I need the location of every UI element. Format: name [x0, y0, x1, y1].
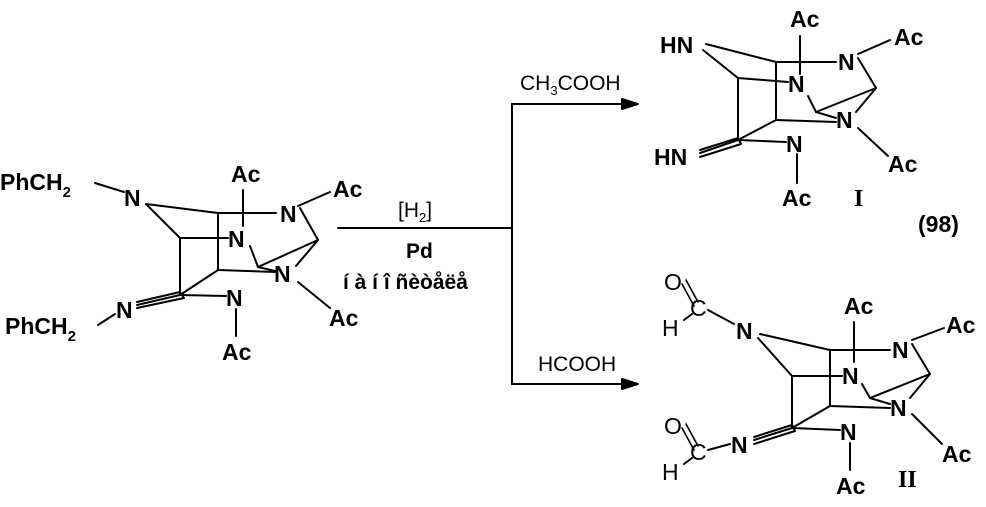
nitrogen-atom: N [228, 226, 245, 252]
benzyl-group-top: PhCH2 [0, 169, 71, 201]
formyl-hydrogen: H [662, 459, 679, 485]
acetyl-group: Ac [231, 161, 261, 187]
nitrogen-atom: N [736, 318, 753, 344]
nitrogen-atom: N [838, 49, 855, 75]
formyl-oxygen: O [664, 269, 682, 295]
acetyl-group: Ac [222, 339, 252, 365]
amine-nh-top: HN [660, 32, 693, 58]
nitrogen-atom: N [836, 107, 853, 133]
formyl-hydrogen: H [662, 315, 679, 341]
nitrogen-atom: N [842, 363, 859, 389]
solvent-label: í à í î ñèòåëå [343, 271, 468, 294]
product-two-label: II [898, 467, 917, 493]
product-one-label: I [854, 186, 863, 212]
acetyl-group: Ac [894, 24, 924, 50]
acetic-acid-label: CH3COOH [520, 72, 621, 98]
acetyl-group: Ac [844, 293, 874, 319]
acetyl-group: Ac [836, 473, 866, 499]
acetyl-group: Ac [946, 312, 976, 338]
nitrogen-atom: N [124, 185, 141, 211]
formyl-oxygen: O [664, 413, 682, 439]
yield-label: (98) [918, 211, 959, 237]
nitrogen-atom: N [226, 285, 243, 311]
acetyl-group: Ac [888, 151, 918, 177]
nitrogen-atom: N [731, 432, 748, 458]
reaction-arrows [337, 98, 639, 390]
nitrogen-atom: N [280, 201, 297, 227]
acetyl-group: Ac [333, 176, 363, 202]
acetyl-group: Ac [942, 441, 972, 467]
product-one-molecule: HN HN N N N N Ac Ac Ac Ac I (98) [654, 6, 959, 237]
nitrogen-atom: N [892, 337, 909, 363]
nitrogen-atom: N [840, 419, 857, 445]
hydrogen-reagent: [H2] [398, 199, 432, 225]
formyl-carbon: C [690, 295, 707, 321]
nitrogen-atom: N [116, 297, 133, 323]
reactant-molecule: PhCH2 PhCH2 N N N N N N Ac Ac Ac Ac [0, 161, 363, 365]
reaction-conditions: [H2] Pd í à í î ñèòåëå CH3COOH HCOOH [343, 72, 621, 376]
catalyst-label: Pd [406, 240, 433, 263]
nitrogen-atom: N [890, 395, 907, 421]
benzyl-group-bottom: PhCH2 [5, 313, 76, 345]
acetyl-group: Ac [329, 305, 359, 331]
product-two-molecule: O C H O C H N N N N N N Ac Ac Ac Ac II [662, 269, 976, 499]
amine-nh-bottom: HN [654, 144, 687, 170]
formyl-carbon: C [690, 439, 707, 465]
acetyl-group: Ac [782, 185, 812, 211]
nitrogen-atom: N [786, 131, 803, 157]
nitrogen-atom: N [788, 71, 805, 97]
nitrogen-atom: N [274, 261, 291, 287]
acetyl-group: Ac [790, 6, 820, 32]
formic-acid-label: HCOOH [538, 353, 616, 376]
